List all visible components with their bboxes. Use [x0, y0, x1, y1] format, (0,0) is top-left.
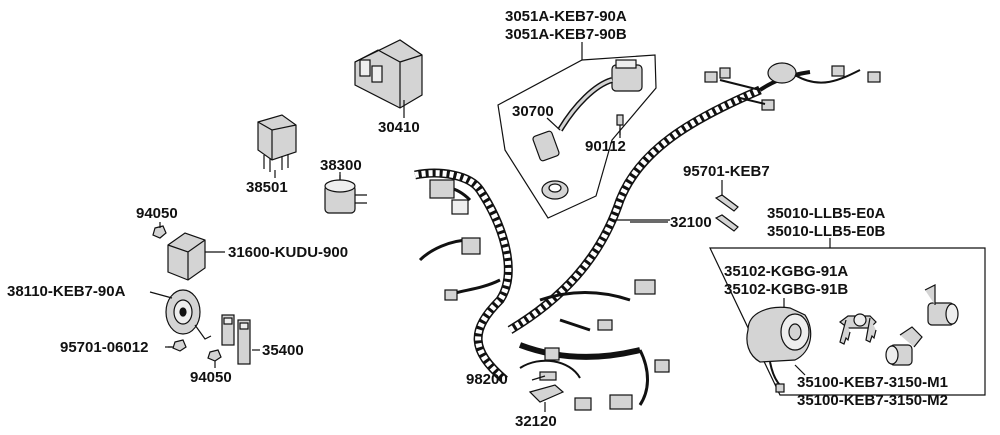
ignition-coil-group-outline: [497, 54, 657, 219]
label-38300: 38300: [320, 157, 362, 174]
label-35010-llb5-e0b: 35010-LLB5-E0B: [767, 223, 886, 240]
label-90112: 90112: [585, 138, 626, 155]
label-30410: 30410: [378, 119, 420, 136]
label-94050-lower: 94050: [190, 369, 232, 386]
bolts-95701-keb7: [714, 180, 739, 232]
bracket-32120: [528, 384, 565, 412]
label-35400: 35400: [262, 342, 304, 359]
fuse-98200: [519, 359, 581, 381]
regulator-31600: [152, 222, 225, 281]
label-30700: 30700: [512, 103, 554, 120]
label-3051a-keb7-90b: 3051A-KEB7-90B: [505, 26, 627, 43]
label-35102-kgbg-91b: 35102-KGBG-91B: [724, 281, 849, 298]
label-35102-kgbg-91a: 35102-KGBG-91A: [724, 263, 849, 280]
label-95701-06012: 95701-06012: [60, 339, 149, 356]
label-94050-upper: 94050: [136, 205, 178, 222]
relay-38501: [257, 114, 297, 172]
label-31600-kudu-900: 31600-KUDU-900: [228, 244, 349, 261]
label-35010-llb5-e0a: 35010-LLB5-E0A: [767, 205, 886, 222]
label-98200: 98200: [466, 371, 508, 388]
label-35100-keb7-3150-m2: 35100-KEB7-3150-M2: [797, 392, 948, 409]
leader-30700: [546, 117, 561, 131]
ignition-coil: [532, 59, 643, 200]
fuse-holder-35400: [207, 314, 260, 368]
label-95701-keb7: 95701-KEB7: [683, 163, 770, 180]
label-3051a-keb7-90a: 3051A-KEB7-90A: [505, 8, 627, 25]
wiring-harness: [414, 62, 881, 411]
lock-set-group: [709, 238, 986, 396]
flasher-38300: [324, 175, 367, 214]
horn-38110: [149, 289, 212, 352]
label-38501: 38501: [246, 179, 288, 196]
label-32100: 32100: [670, 214, 712, 231]
label-35100-keb7-3150-m1: 35100-KEB7-3150-M1: [797, 374, 948, 391]
label-38110-keb7-90a: 38110-KEB7-90A: [7, 283, 126, 300]
cdi-unit: [354, 39, 423, 118]
label-32120: 32120: [515, 413, 557, 430]
